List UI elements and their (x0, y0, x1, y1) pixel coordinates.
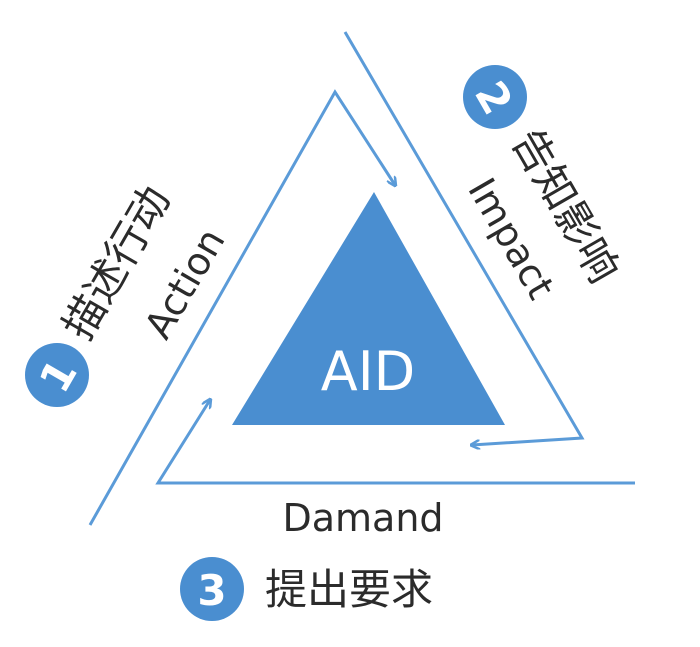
center-triangle (232, 192, 505, 425)
damand-line (155, 400, 635, 485)
step-3-english: Damand (282, 496, 443, 540)
step-1-badge (25, 343, 89, 407)
center-label: AID (321, 340, 415, 403)
step-3-chinese: 提出要求 (265, 565, 433, 614)
step-3-badge (180, 557, 244, 621)
step-3-number: 3 (197, 566, 226, 615)
step-2-badge (463, 65, 527, 129)
impact-line (343, 31, 585, 445)
action-line (88, 89, 395, 526)
